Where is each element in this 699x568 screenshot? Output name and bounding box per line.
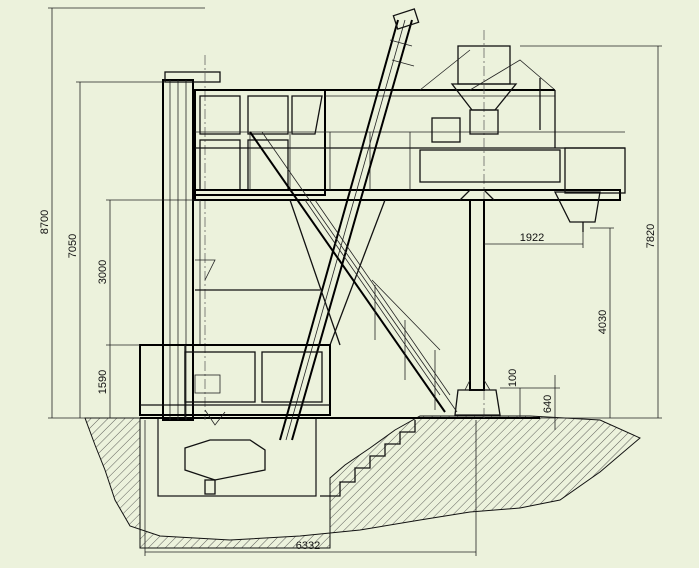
staircase: [249, 131, 458, 413]
dim-right-height: 7820: [645, 224, 657, 248]
dim-upper-level: 3000: [97, 260, 109, 284]
ground-hatch: [84, 415, 641, 549]
upper-deck: [194, 131, 626, 201]
ground-section: [84, 415, 641, 549]
feed-hopper: [419, 30, 561, 420]
hopper-outlet: [204, 479, 216, 495]
dim-overall-width: 6332: [296, 540, 320, 552]
discharge-chute: [553, 191, 601, 232]
lower-frame: [139, 344, 331, 426]
dimension-lines: [48, 7, 662, 556]
dim-lower-level: 1590: [97, 370, 109, 394]
dim-base-offset-b: 640: [542, 395, 554, 413]
diagonal-bracing: [195, 199, 386, 346]
inclined-conveyor: [279, 8, 420, 441]
left-tower: [162, 55, 221, 421]
roof-truss: [419, 49, 556, 148]
pit-hopper: [184, 439, 266, 481]
control-cabin: [194, 89, 555, 196]
dim-platform-height: 7050: [67, 234, 79, 258]
pit-void: [157, 417, 317, 497]
dim-outlet-offset: 1922: [520, 232, 544, 244]
support-column: [454, 189, 501, 416]
dimension-labels: 8700 7050 3000 1590 7820 4030 1922 100 6…: [39, 210, 657, 552]
dim-overall-height: 8700: [39, 210, 51, 234]
pit-stairs: [320, 420, 416, 497]
dim-base-offset-a: 100: [507, 369, 519, 387]
dim-column-height: 4030: [597, 310, 609, 334]
